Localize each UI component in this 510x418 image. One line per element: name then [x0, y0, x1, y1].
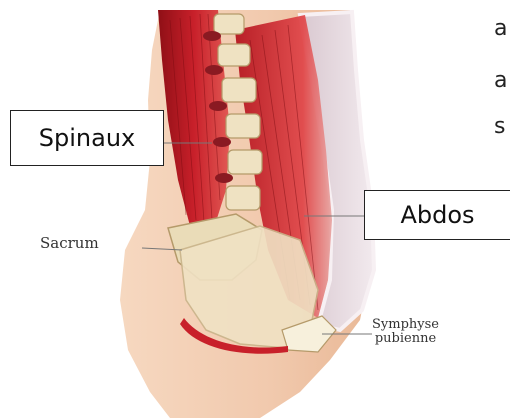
spinaux-label: Spinaux	[10, 110, 164, 166]
cropped-text-line-2: a	[494, 70, 507, 92]
cropped-text-line-3: s	[494, 116, 505, 138]
cropped-text-line-1: a	[494, 18, 507, 40]
abdos-label: Abdos	[364, 190, 510, 240]
symphyse-label-line-1: Symphyse	[372, 318, 439, 332]
sacrum-label: Sacrum	[40, 236, 99, 252]
symphyse-label: Symphyse pubienne	[372, 318, 439, 345]
symphyse-label-line-2: pubienne	[372, 332, 439, 346]
